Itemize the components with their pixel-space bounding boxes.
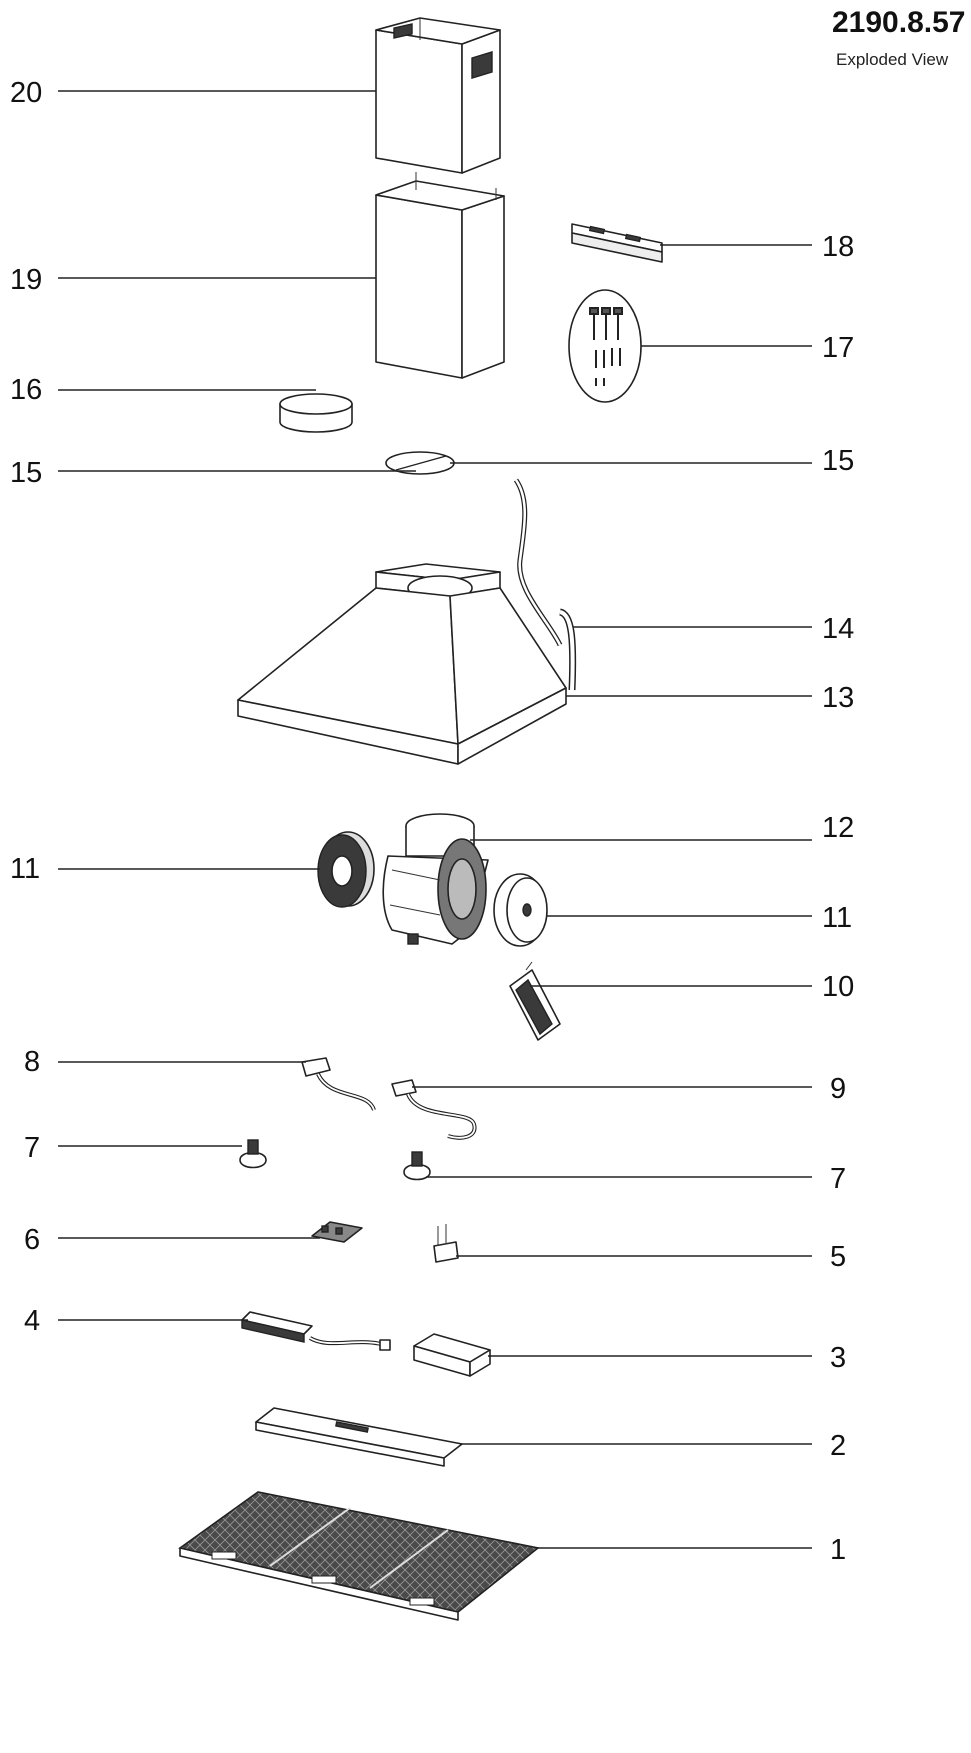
model-number: 2190.8.57 [832, 6, 966, 39]
callout-6: 6 [24, 1224, 40, 1256]
callout-17: 17 [822, 332, 854, 364]
part-19-lower-chimney [375, 172, 505, 379]
callout-11-right: 11 [822, 902, 852, 934]
callout-1: 1 [830, 1534, 846, 1566]
callout-9: 9 [830, 1073, 846, 1105]
part-1-grease-filter [178, 1491, 540, 1621]
callout-12: 12 [822, 812, 854, 844]
part-13-hood-body [237, 563, 567, 765]
callout-3: 3 [830, 1342, 846, 1374]
part-6-control-board [311, 1221, 363, 1243]
part-5-transformer [433, 1224, 459, 1263]
callout-15-left: 15 [10, 457, 42, 489]
part-16-collar-ring [279, 393, 353, 433]
callout-13: 13 [822, 682, 854, 714]
leader-lines [58, 90, 812, 1549]
callout-16: 16 [10, 374, 42, 406]
part-7-lamp-left [239, 1139, 267, 1169]
part-9-lamp-holder [391, 1079, 477, 1140]
callout-labels: 20 19 18 17 16 15 15 14 13 12 11 11 10 8… [10, 77, 854, 1566]
callout-19: 19 [10, 264, 42, 296]
callout-14: 14 [822, 613, 854, 645]
part-2-front-trim [255, 1407, 463, 1467]
part-3-driver-box [413, 1333, 491, 1377]
part-7-lamp-right [403, 1151, 431, 1181]
callout-10: 10 [822, 971, 854, 1003]
callout-7-right: 7 [830, 1163, 846, 1195]
callout-2: 2 [830, 1430, 846, 1462]
callout-7-left: 7 [24, 1132, 40, 1164]
part-14-cable [513, 478, 577, 691]
callout-4: 4 [24, 1305, 40, 1337]
part-17-screw-kit [568, 289, 642, 403]
callout-20: 20 [10, 77, 42, 109]
part-4-led-strip [241, 1311, 391, 1351]
view-subtitle: Exploded View [836, 50, 949, 69]
callout-8: 8 [24, 1046, 40, 1078]
callout-18: 18 [822, 231, 854, 263]
callout-15-right: 15 [822, 445, 854, 477]
callout-5: 5 [830, 1241, 846, 1273]
part-12-motor-blower [382, 813, 489, 945]
part-8-lamp-holder [301, 1057, 376, 1111]
part-20-upper-chimney [375, 17, 501, 174]
part-10-switch [509, 961, 561, 1041]
part-11-carbon-filter-left [317, 831, 375, 908]
part-15-damper-flap [385, 451, 455, 475]
part-18-bracket [571, 223, 663, 263]
callout-11-left: 11 [10, 853, 40, 885]
part-11-filter-disc-right [493, 873, 548, 947]
